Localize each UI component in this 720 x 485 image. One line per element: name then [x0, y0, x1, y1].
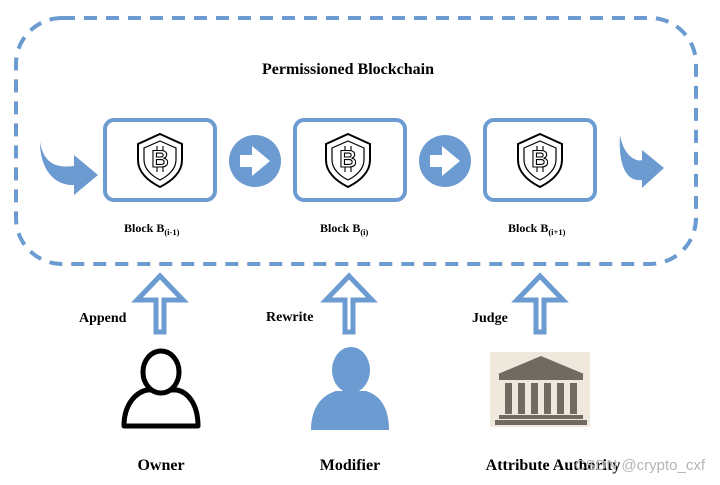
- role-label-attribute-authority: Attribute Authority: [486, 457, 621, 474]
- arrow-up-icon: [511, 272, 569, 335]
- incoming-chain-arrow-icon: [40, 142, 98, 195]
- blockchain-boundary: [14, 16, 698, 266]
- block-label: Block B(i): [320, 221, 369, 237]
- action-label-append: Append: [79, 311, 127, 326]
- arrow-up-icon: [320, 272, 378, 335]
- user-filled-icon: [311, 347, 389, 430]
- watermark: CSDN @crypto_cxf: [575, 457, 706, 474]
- role-label-owner: Owner: [137, 457, 184, 474]
- block-label: Block B(i-1): [124, 221, 180, 237]
- diagram-title: Permissioned Blockchain: [262, 61, 434, 78]
- role-label-modifier: Modifier: [320, 457, 380, 474]
- outgoing-chain-arrow-icon: [619, 135, 664, 188]
- arrow-right-icon: [430, 146, 460, 176]
- user-outline-icon: [121, 348, 201, 429]
- action-label-judge: Judge: [472, 311, 508, 326]
- bank-building-icon: [490, 352, 590, 427]
- action-label-rewrite: Rewrite: [266, 310, 313, 325]
- arrow-up-icon: [131, 272, 189, 335]
- block-label: Block B(i+1): [508, 221, 566, 237]
- arrow-right-icon: [240, 146, 270, 176]
